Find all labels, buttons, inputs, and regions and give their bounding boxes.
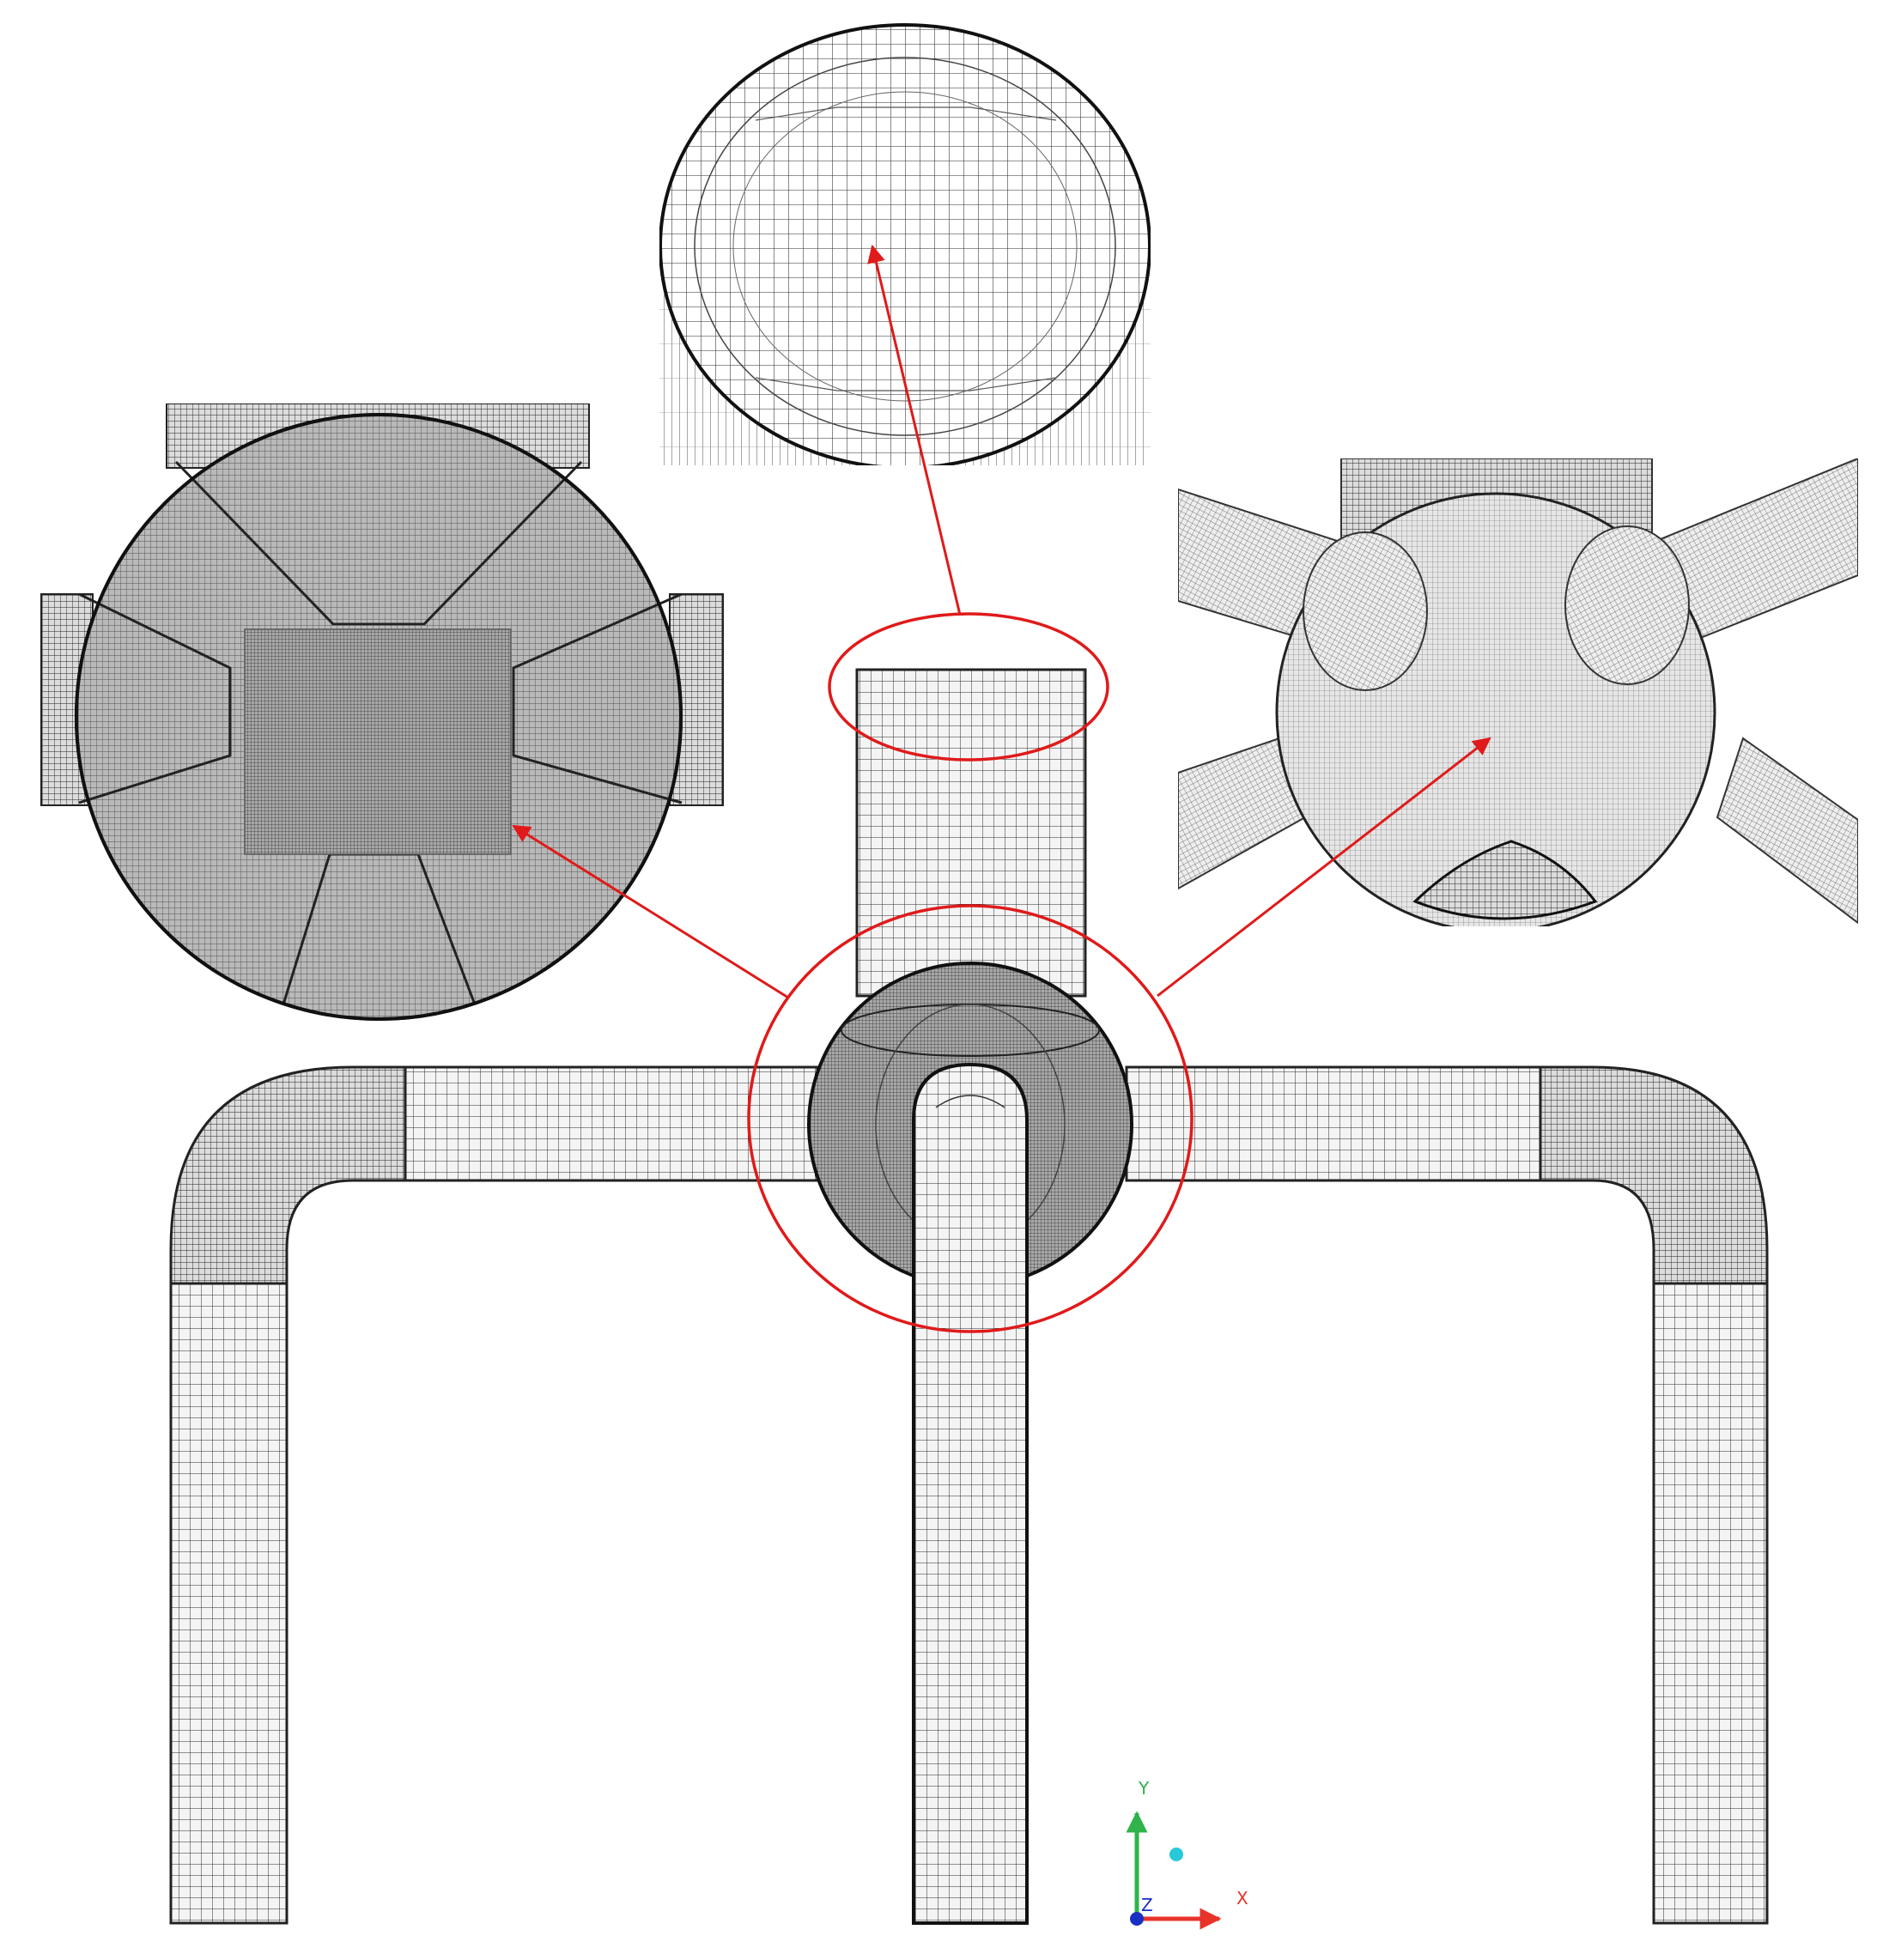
- right-vertical-pipe: [1652, 1282, 1769, 1925]
- triad-z-label: Z: [1141, 1895, 1153, 1915]
- exterior-arm-lower-right: [1716, 737, 1858, 925]
- callout-arrow-to-inlet-detail: [867, 244, 962, 616]
- left-elbow-pipe: [169, 1065, 407, 1285]
- callout-arrow-to-exterior-detail: [1157, 737, 1491, 998]
- right-horizontal-pipe: [1125, 1065, 1542, 1182]
- junction-sphere-exterior-detail: [1178, 458, 1858, 926]
- left-vertical-pipe: [169, 1282, 289, 1925]
- inlet-pipe-end-detail: [659, 17, 1151, 465]
- bottom-outlet-pipe: [912, 1062, 1029, 1925]
- triad-x-label: X: [1236, 1888, 1248, 1908]
- exterior-bottom-outlet: [1412, 840, 1598, 920]
- top-inlet-pipe: [855, 668, 1087, 998]
- coordinate-triad: Y X Z: [1126, 1778, 1248, 1930]
- callout-ellipse-junction: [747, 904, 1194, 1333]
- triad-origin-marker: [1169, 1848, 1183, 1861]
- callout-annotations: [512, 244, 1491, 1333]
- right-elbow-pipe: [1539, 1065, 1769, 1285]
- main-pipe-network-view: [169, 668, 1769, 1925]
- callout-arrow-to-interior-detail: [512, 824, 789, 999]
- left-horizontal-pipe: [404, 1065, 819, 1182]
- triad-z-axis: [1130, 1912, 1144, 1926]
- callout-ellipse-inlet: [828, 612, 1109, 762]
- interior-central-block: [244, 628, 512, 855]
- triad-y-label: Y: [1138, 1778, 1150, 1799]
- junction-sphere-interior-detail: [40, 404, 724, 1021]
